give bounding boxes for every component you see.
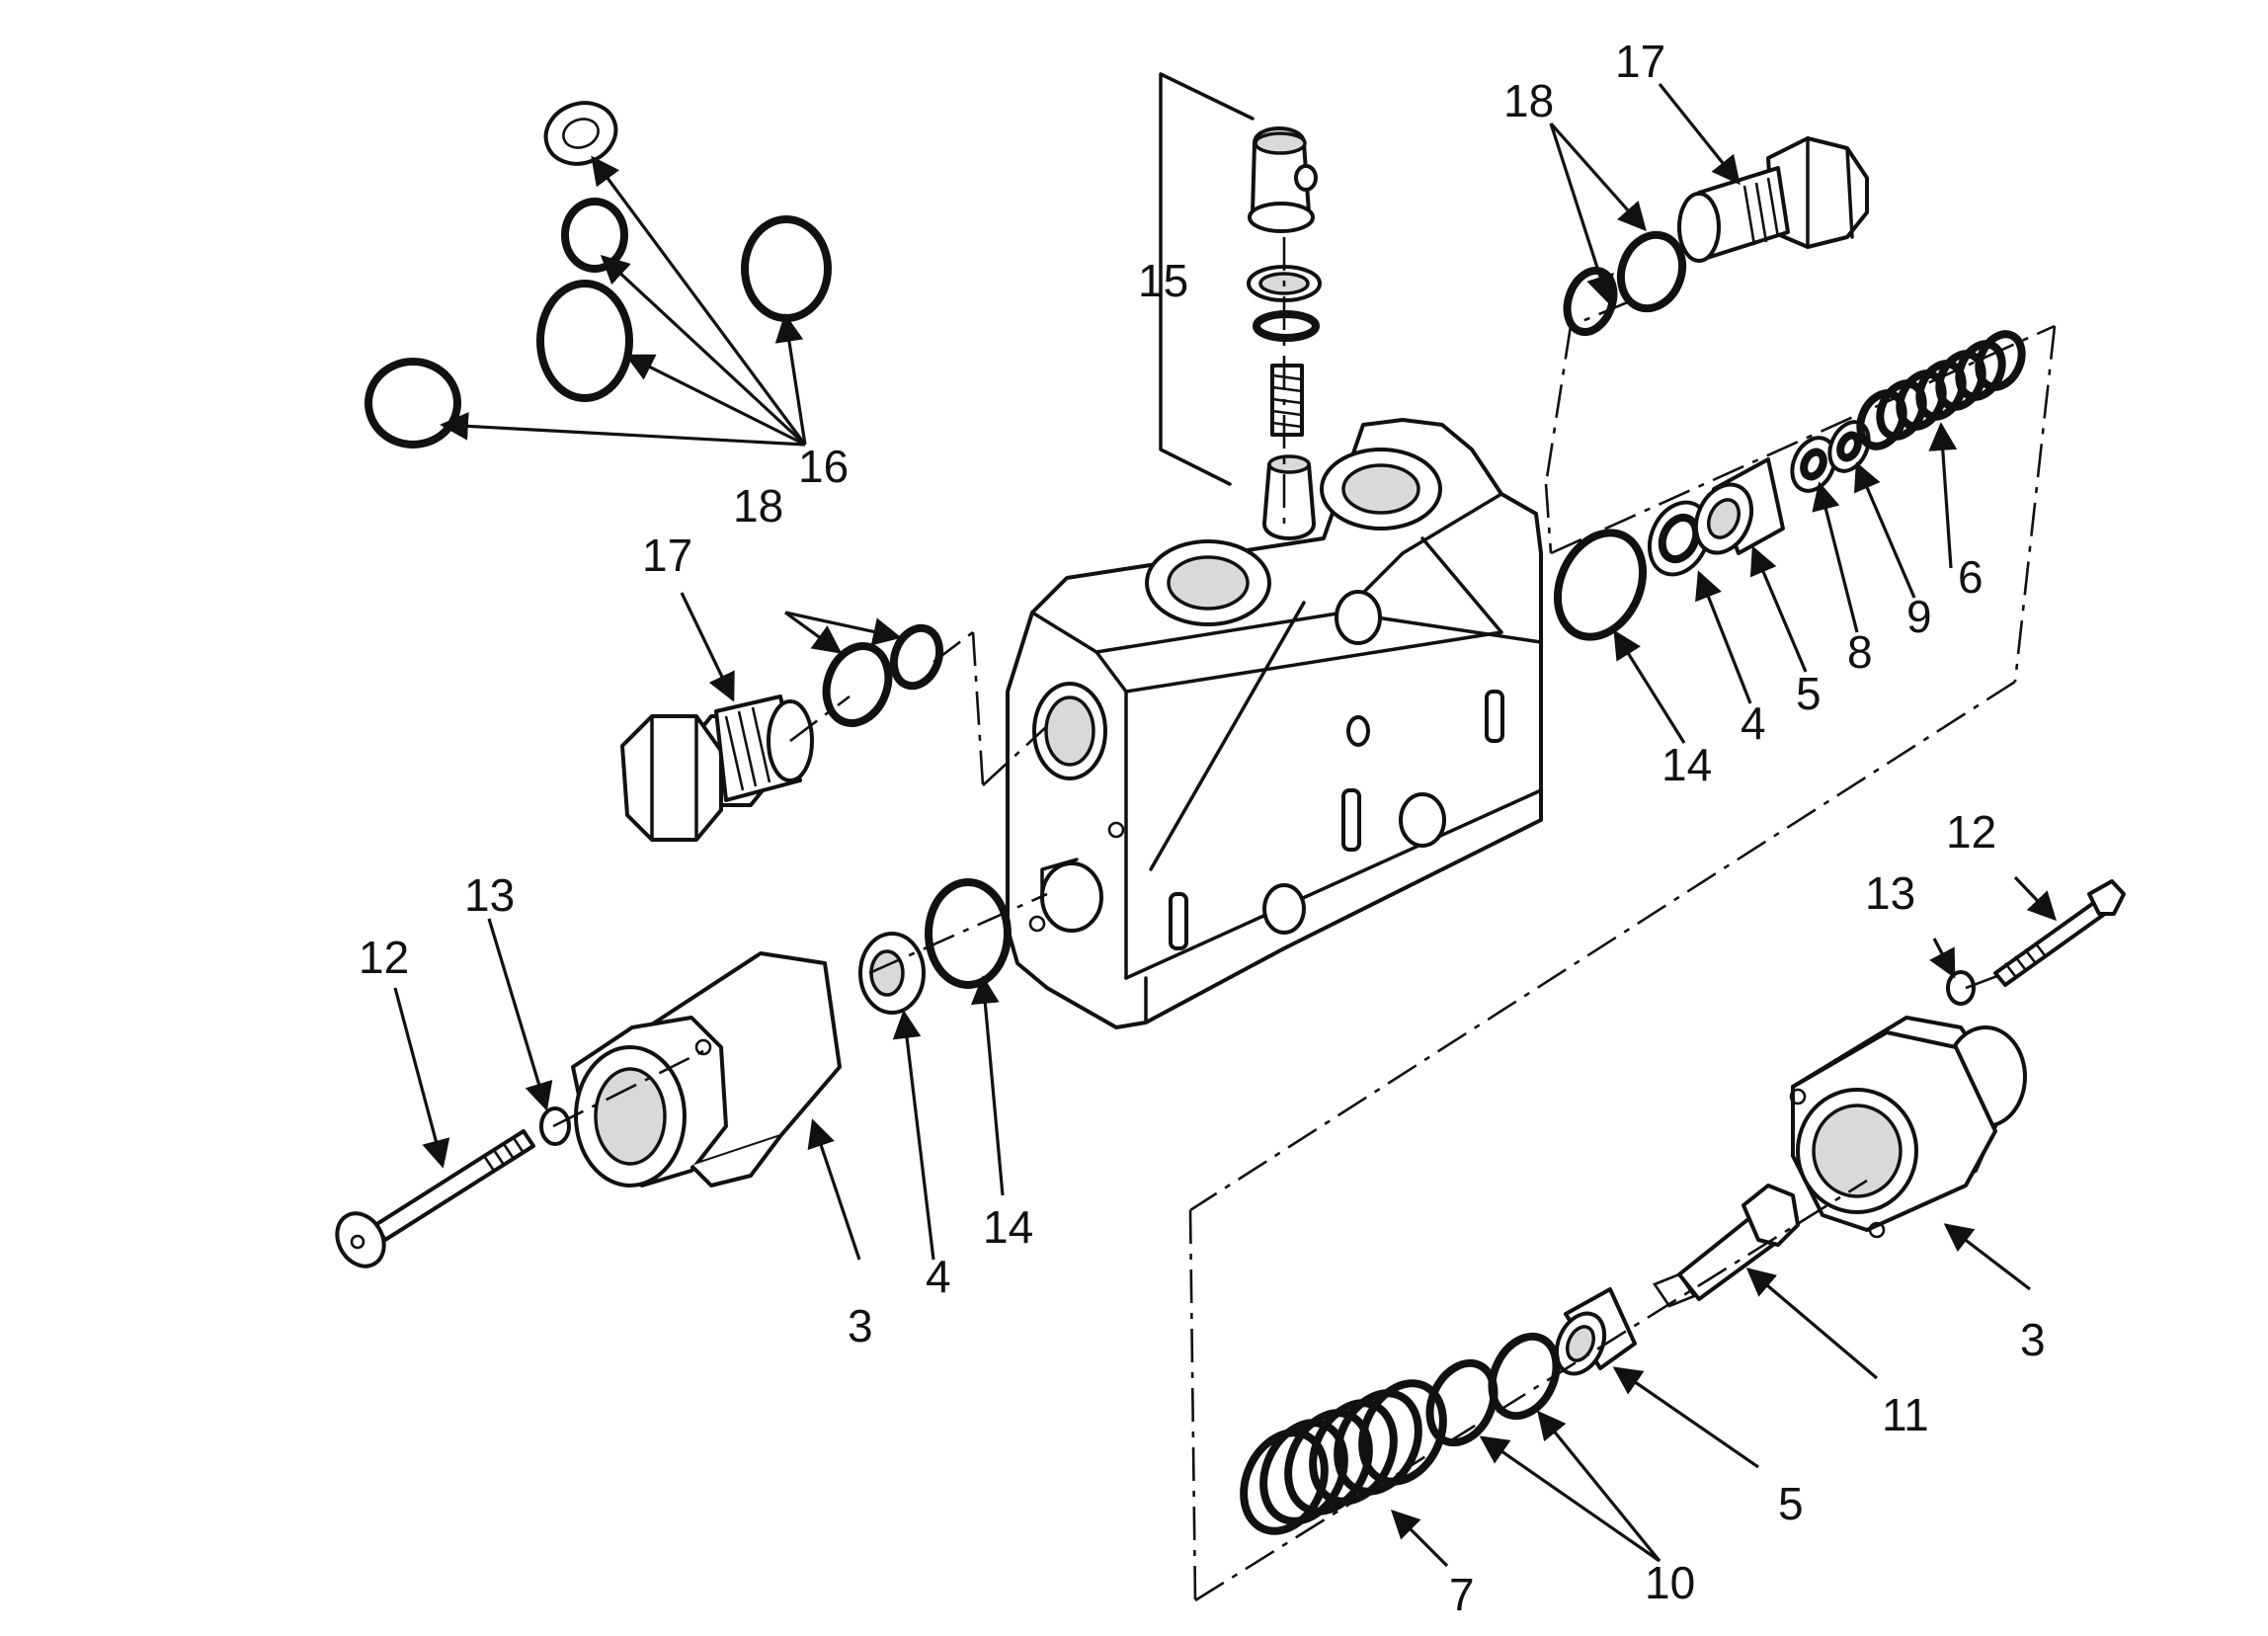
callout-12-left: 12 xyxy=(359,932,409,983)
callout-18-upper: 18 xyxy=(1503,75,1554,126)
callout-13-right: 13 xyxy=(1865,867,1915,919)
o-ring-18-l-b xyxy=(889,623,944,691)
callout-15: 15 xyxy=(1138,255,1188,306)
bracket-15 xyxy=(1159,72,1255,486)
callout-4-upper: 4 xyxy=(1741,697,1766,749)
callout-13-left: 13 xyxy=(464,869,515,921)
callout-7: 7 xyxy=(1449,1569,1475,1620)
washer-13-right xyxy=(1946,970,1976,1006)
plug-left xyxy=(620,695,814,842)
callout-16: 16 xyxy=(798,441,849,492)
callout-8: 8 xyxy=(1847,626,1873,678)
seal-kit-16 xyxy=(364,101,832,449)
callout-14-upper: 14 xyxy=(1661,739,1712,790)
end-cap-right xyxy=(1789,1016,2027,1239)
callout-9: 9 xyxy=(1906,591,1932,642)
bolt-11 xyxy=(1653,1184,1800,1308)
callout-10: 10 xyxy=(1645,1557,1695,1608)
seal-14-left xyxy=(925,878,1012,989)
callout-14-lower: 14 xyxy=(983,1201,1033,1253)
plug-upper-right xyxy=(1677,136,1869,263)
callout-6: 6 xyxy=(1958,551,1984,603)
bolt-12-right xyxy=(1993,879,2126,987)
o-ring-18-ur-b xyxy=(1563,267,1618,336)
end-cap-left xyxy=(571,951,842,1187)
callout-18-left: 18 xyxy=(733,480,783,532)
callout-17-left: 17 xyxy=(642,530,692,581)
callout-11: 11 xyxy=(1882,1389,1929,1440)
callout-4-lower: 4 xyxy=(926,1251,951,1302)
lower-right-seal-stack xyxy=(1240,1287,1637,1535)
callout-5-lower: 5 xyxy=(1778,1478,1804,1529)
callout-17-upper: 17 xyxy=(1615,36,1665,87)
callout-3-left: 3 xyxy=(848,1300,873,1351)
upper-right-seal-stack xyxy=(1553,330,2026,641)
callout-3-right: 3 xyxy=(2020,1314,2046,1365)
bolt-12-left xyxy=(335,1129,535,1268)
valve-body xyxy=(1006,418,1543,1029)
callout-12-right: 12 xyxy=(1946,806,1996,858)
o-ring-18-l-a xyxy=(822,642,893,727)
callout-labels: 17 18 15 16 18 17 6 9 8 5 4 14 12 13 13 … xyxy=(359,36,2046,1620)
relief-valve-assembly xyxy=(1247,126,1322,540)
centerlines xyxy=(552,299,2057,1602)
leader-arrows xyxy=(393,83,2057,1568)
o-ring-18-ur-a xyxy=(1616,230,1687,313)
callout-5-upper: 5 xyxy=(1796,668,1822,719)
